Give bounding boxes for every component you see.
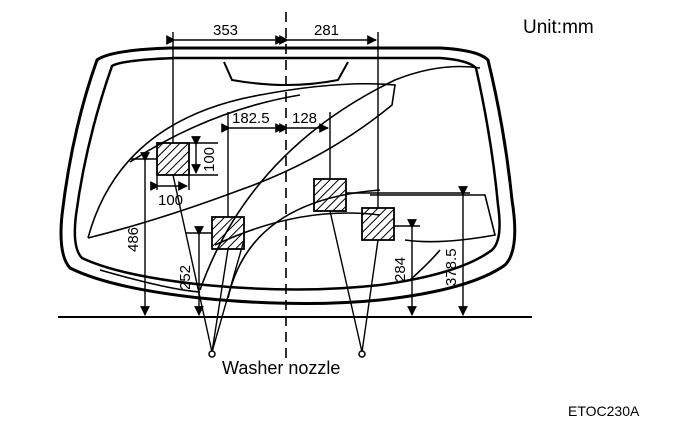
dim-left-offset: 353	[213, 22, 238, 39]
left-washer-nozzle-icon	[208, 350, 216, 358]
dim-right-offset: 281	[314, 22, 339, 39]
dim-right-lower-height: 284	[392, 257, 409, 282]
dimension-lines	[140, 35, 468, 316]
right-washer-nozzle-icon	[358, 350, 366, 358]
dim-sample-width: 100	[158, 192, 183, 209]
spray-target-left-lower	[211, 216, 245, 250]
washer-nozzle-markers	[208, 350, 366, 358]
dim-right-upper-height: 378.5	[443, 248, 460, 286]
spray-target-left-upper	[156, 142, 190, 176]
dim-inner-left-offset: 182.5	[232, 110, 270, 127]
nozzle-leaders	[172, 174, 379, 353]
dim-sample-height: 100	[201, 147, 218, 172]
dim-left-lower-height: 252	[177, 265, 194, 290]
washer-nozzle-caption: Washer nozzle	[222, 358, 340, 378]
dim-inner-right-offset: 128	[292, 110, 317, 127]
dim-left-upper-height: 486	[125, 227, 142, 252]
unit-label: Unit:mm	[523, 17, 594, 38]
wiper-sweep-arcs	[87, 65, 496, 299]
figure-code: ETOC230A	[568, 403, 640, 419]
spray-target-right-lower	[361, 207, 395, 241]
spray-target-right-upper	[313, 178, 347, 212]
